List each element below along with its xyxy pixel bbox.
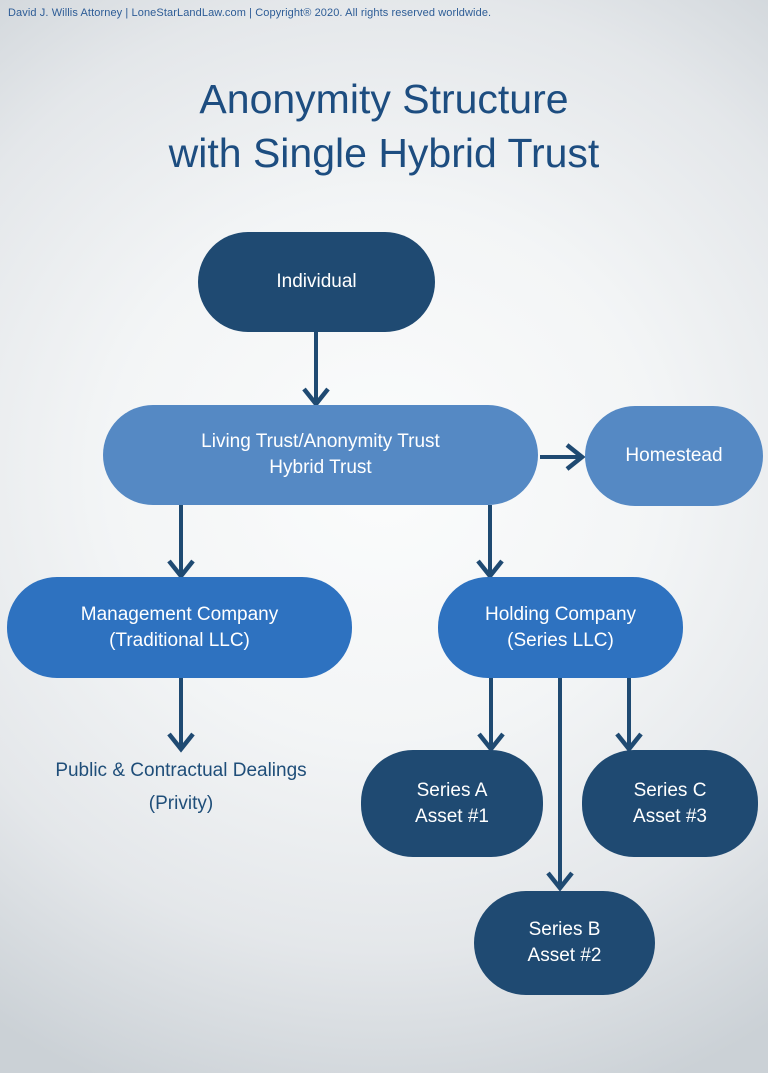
page-title-line1: Anonymity Structure: [199, 76, 569, 122]
arrow-living-trust-to-management-company: [167, 505, 195, 580]
page-title-line2: with Single Hybrid Trust: [168, 130, 600, 176]
copyright-header: David J. Willis Attorney | LoneStarLandL…: [8, 7, 492, 19]
node-series-b-line1: Series B: [528, 919, 601, 940]
node-holding-company-line1: Holding Company: [484, 603, 637, 625]
arrow-holding-company-to-series-c: [615, 678, 643, 753]
node-series-b-line2: Asset #2: [527, 945, 602, 966]
node-management-company: Management Company (Traditional LLC): [7, 577, 352, 678]
public-dealings-annotation: Public & Contractual Dealings (Privity): [7, 760, 355, 815]
arrow-living-trust-to-holding-company: [476, 505, 504, 580]
node-series-a: Series A Asset #1: [361, 750, 543, 857]
node-holding-company-line2: (Series LLC): [507, 629, 614, 651]
node-series-c-line2: Asset #3: [633, 805, 707, 827]
node-homestead: Homestead: [585, 406, 763, 506]
arrow-holding-company-to-series-b: [546, 678, 574, 892]
node-living-trust: Living Trust/Anonymity Trust Hybrid Trus…: [103, 405, 538, 505]
arrow-holding-company-to-series-a: [477, 678, 505, 753]
node-series-a-line1: Series A: [416, 779, 488, 801]
node-individual: Individual: [198, 232, 435, 332]
node-holding-company: Holding Company (Series LLC): [438, 577, 683, 678]
arrow-individual-to-living-trust: [302, 332, 330, 408]
node-series-b: Series B Asset #2: [474, 891, 655, 995]
arrow-living-trust-to-homestead: [540, 443, 586, 471]
node-individual-label: Individual: [276, 271, 357, 292]
node-series-a-line2: Asset #1: [415, 805, 489, 827]
node-series-c: Series C Asset #3: [582, 750, 758, 857]
node-series-c-line1: Series C: [633, 779, 707, 801]
node-living-trust-line2: Hybrid Trust: [269, 457, 372, 478]
node-homestead-label: Homestead: [625, 445, 723, 466]
arrow-management-company-to-public-dealings: [167, 678, 195, 753]
node-management-company-line1: Management Company: [80, 603, 279, 625]
public-dealings-line2: (Privity): [148, 793, 214, 814]
node-management-company-line2: (Traditional LLC): [109, 629, 250, 651]
public-dealings-line1: Public & Contractual Dealings: [55, 760, 307, 781]
node-living-trust-line1: Living Trust/Anonymity Trust: [201, 431, 440, 452]
page-title: Anonymity Structure with Single Hybrid T…: [0, 72, 768, 180]
